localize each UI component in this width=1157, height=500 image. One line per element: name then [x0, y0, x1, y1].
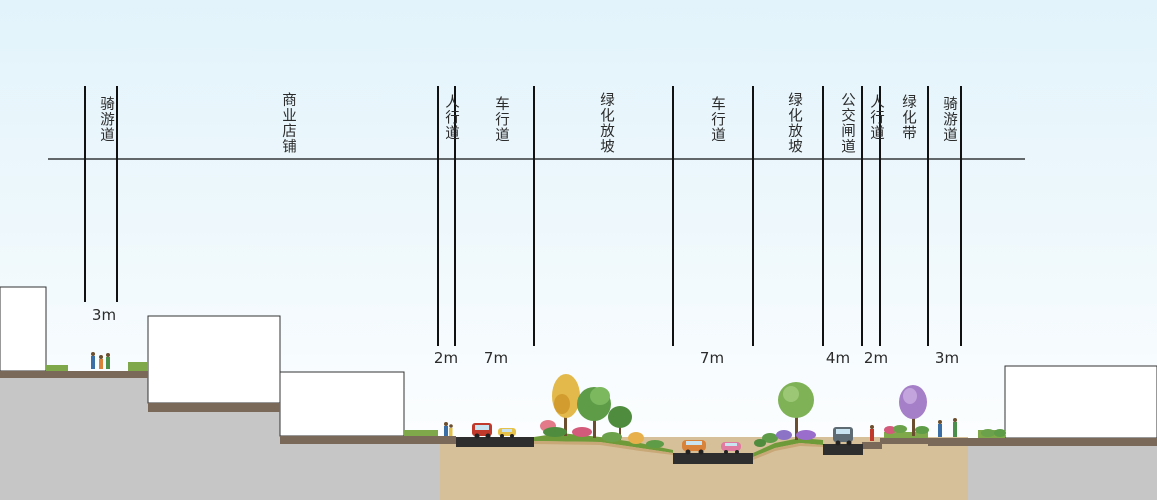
dimension-carriageway-left: 7m [483, 349, 509, 367]
tree-yellow [552, 374, 580, 436]
zone-label-sidewalk-left: 人行道 [443, 94, 459, 141]
planting-strip-left [404, 430, 438, 436]
pedestrians-top [91, 352, 110, 369]
carriageway-right-road [673, 453, 753, 464]
sidewalk-slab-mid [862, 442, 882, 449]
dimension-sidewalk-left: 2m [433, 349, 459, 367]
dimension-carriageway-right: 7m [699, 349, 725, 367]
zone-label-cycle-left: 骑游道 [98, 96, 114, 143]
ground-right [968, 445, 1157, 500]
pedestrians-left-sidewalk [444, 422, 453, 436]
shrubs-far-right [981, 429, 1006, 437]
pedestrians-right-sidewalk [870, 418, 957, 441]
shrubs-right-slope [754, 430, 816, 447]
dimension-sidewalk-right: 2m [863, 349, 889, 367]
shrubs-green-belt [884, 425, 929, 434]
zone-label-sidewalk-right: 人行道 [868, 94, 884, 141]
green-slope-right-soil [753, 443, 823, 460]
car-yellow-left [498, 428, 516, 438]
zone-label-green-slope-left: 绿化放坡 [598, 92, 614, 154]
green-slope-right-mound [753, 438, 823, 457]
dimension-cycle-left: 3m [91, 306, 117, 324]
green-belt-planting [884, 432, 928, 438]
terrace-slab-upper [148, 403, 280, 412]
carriageway-left-road [456, 437, 534, 447]
green-slope-left-mound [534, 433, 673, 453]
tree-green-left [577, 387, 611, 438]
sidewalk-slab-right [928, 438, 1157, 446]
dimension-bus-lane: 4m [825, 349, 851, 367]
building-terrace-upper [147, 315, 281, 404]
tree-purple [899, 385, 927, 436]
car-orange-right [682, 440, 706, 455]
green-belt-slab [880, 438, 928, 444]
car-gray-bus-lane [833, 427, 853, 446]
building-far-left [0, 286, 47, 372]
planting-strip-top [46, 365, 68, 371]
car-red-left [472, 423, 492, 439]
tree-small-left [608, 406, 632, 440]
zone-label-carriageway-right: 车行道 [709, 96, 725, 143]
tree-green-right [778, 382, 814, 440]
zone-label-green-belt: 绿化带 [900, 94, 916, 141]
zone-label-cycle-right: 骑游道 [941, 96, 957, 143]
terrace-slab-lower [280, 436, 456, 444]
planting-strip-top-right [128, 362, 148, 371]
building-right [1004, 365, 1157, 439]
bus-lane-road [823, 444, 863, 455]
ground-left-terraces [0, 378, 440, 500]
dimension-cycle-right: 3m [934, 349, 960, 367]
zone-label-bus-lane: 公交闸道 [839, 92, 855, 154]
zone-label-green-slope-right: 绿化放坡 [786, 92, 802, 154]
building-terrace-lower [279, 371, 405, 437]
car-pink-right [721, 442, 741, 454]
walkway-slab-left [0, 371, 148, 378]
shrubs-left-slope [540, 420, 664, 448]
zone-divider-lines [84, 86, 962, 346]
zone-label-shops: 商业店铺 [280, 92, 296, 154]
zone-label-carriageway-left: 车行道 [493, 96, 509, 143]
green-slope-left-soil [534, 441, 673, 455]
